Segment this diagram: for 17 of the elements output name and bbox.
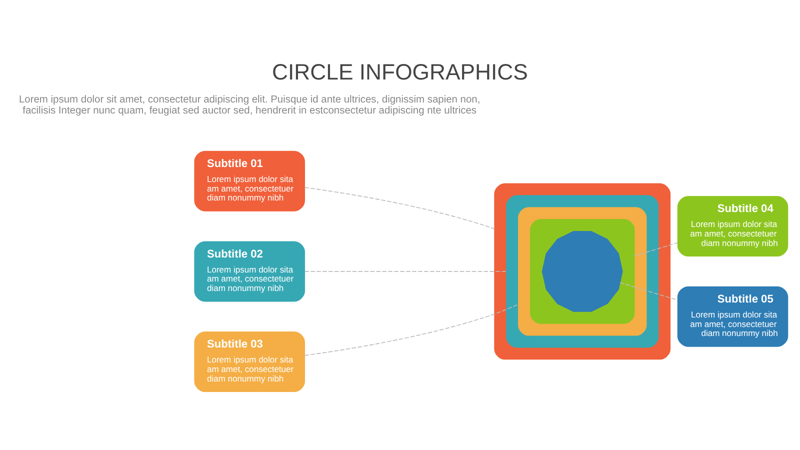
connector: [620, 282, 678, 301]
cluster: [506, 195, 659, 348]
connector: [304, 271, 507, 272]
node-box: Subtitle 01 Lorem ipsum dolor sita am amet, consectetuer diam nonummy nibh: [194, 150, 305, 212]
label: Lorem ipsum dolor sit amet, consectetur adipiscing elit. Puisque id ante ultrices, dignissim sapien non, facilisis Integer nunc quam, feugiat sed auctor sed, hendrerit in estconsectetur adipiscing nte ultrices: [18, 94, 480, 116]
connector: [304, 304, 519, 356]
node-polygon: [542, 230, 623, 312]
node-box: Subtitle 03 Lorem ipsum dolor sita am amet, consectetuer diam nonummy nibh: [194, 332, 305, 392]
node-box: Subtitle 04 Lorem ipsum dolor sita am amet, consectetuer diam nonummy nibh: [677, 196, 788, 257]
cluster: [494, 183, 671, 360]
node-box: Subtitle 02 Lorem ipsum dolor sita am amet, consectetuer diam nonummy nibh: [194, 241, 305, 302]
cluster: [518, 207, 647, 336]
connector: [634, 242, 678, 256]
node-box: Subtitle 05 Lorem ipsum dolor sita am amet, consectetuer diam nonummy nibh: [677, 286, 788, 347]
cluster: [530, 219, 635, 324]
connector: [304, 187, 495, 230]
diagram-title: CIRCLE INFOGRAPHICS: [272, 60, 528, 85]
